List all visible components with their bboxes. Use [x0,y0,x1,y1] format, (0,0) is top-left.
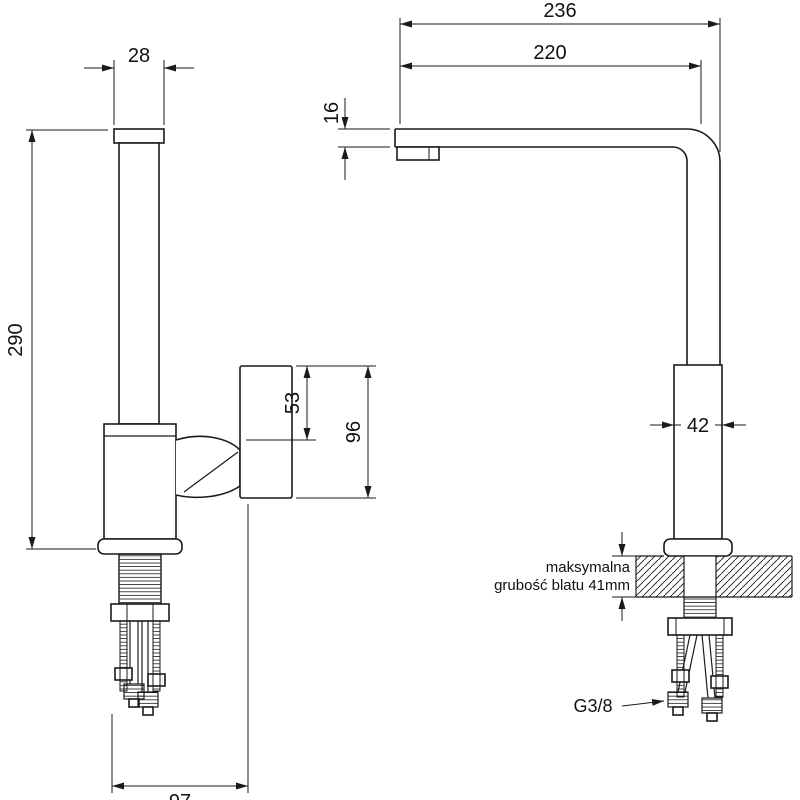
handle-joint [175,435,241,499]
base-flange [663,538,733,557]
thread-label: G3/8 [573,696,665,716]
supply-hose [684,634,698,693]
dimension-total-height: 290 [5,129,108,550]
countertop-note-line2: grubość blatu 41mm [494,577,630,594]
dimension-base-depth: 97 [111,504,249,800]
dimension-grip-offset: 53 [246,365,376,441]
mounting-stud [715,634,724,698]
dim-220-label: 220 [533,42,566,64]
countertop-hatch-left [636,556,684,597]
lever-shaft [118,142,160,425]
supply-hose [701,634,709,699]
dimension-label-background [681,409,715,431]
dim-53-label: 53 [282,392,304,414]
hose-fitting [137,691,159,708]
shank-through-counter [683,555,717,598]
hose-fitting-tip [142,706,154,716]
dimension-grip-length: 96 [296,366,376,499]
threaded-shank [118,553,162,605]
countertop-note: maksymalna grubość blatu 41mm [494,559,631,594]
thread-size-label: G3/8 [573,696,612,716]
base-flange [97,538,183,555]
dim-97-label: 97 [169,791,191,800]
stud-nut [114,667,133,681]
stud-nut [671,669,690,683]
side-view-faucet-outline [97,128,293,716]
faucet-column-body [673,364,723,540]
faucet-body [103,423,177,540]
mounting-stud [152,620,161,692]
stud-nut [710,675,729,689]
dim-42-label: 42 [687,415,709,437]
dim-28-label: 28 [128,45,150,67]
dimension-total-reach: 236 [399,0,721,152]
stud-nut [147,673,166,687]
handle-grip [239,365,293,499]
countertop-note-line1: maksymalna [546,559,631,576]
handle-joint-slash [183,451,239,493]
dimension-handle-width: 28 [84,45,194,125]
spout-outer-edge [395,128,721,365]
hose-fitting [701,697,723,714]
dim-16-label: 16 [321,102,343,124]
aerator [396,146,440,161]
countertop-hatch-right [716,556,792,597]
front-view: maksymalna grubość blatu 41mm 236 220 16 [321,0,793,722]
dim-290-label: 290 [5,323,27,356]
countertop [612,532,793,621]
dimension-spout-reach: 220 [400,42,702,124]
mounting-bracket [667,617,733,636]
front-view-faucet-outline [394,128,733,722]
thread-arrow [621,698,665,707]
threaded-shank [683,596,717,619]
lever-cap [113,128,165,144]
dimension-body-width: 42 [650,409,746,437]
side-view: 28 290 53 96 97 [5,45,376,800]
hose-fitting [667,691,689,708]
dim-236-label: 236 [543,0,576,22]
spout-inner-edge [395,146,688,365]
dimension-spout-height: 16 [321,98,390,180]
dim-96-label: 96 [343,421,365,443]
hose-fitting-tip [706,712,718,722]
mounting-bracket [110,603,170,622]
hose-fitting-tip [672,706,684,716]
